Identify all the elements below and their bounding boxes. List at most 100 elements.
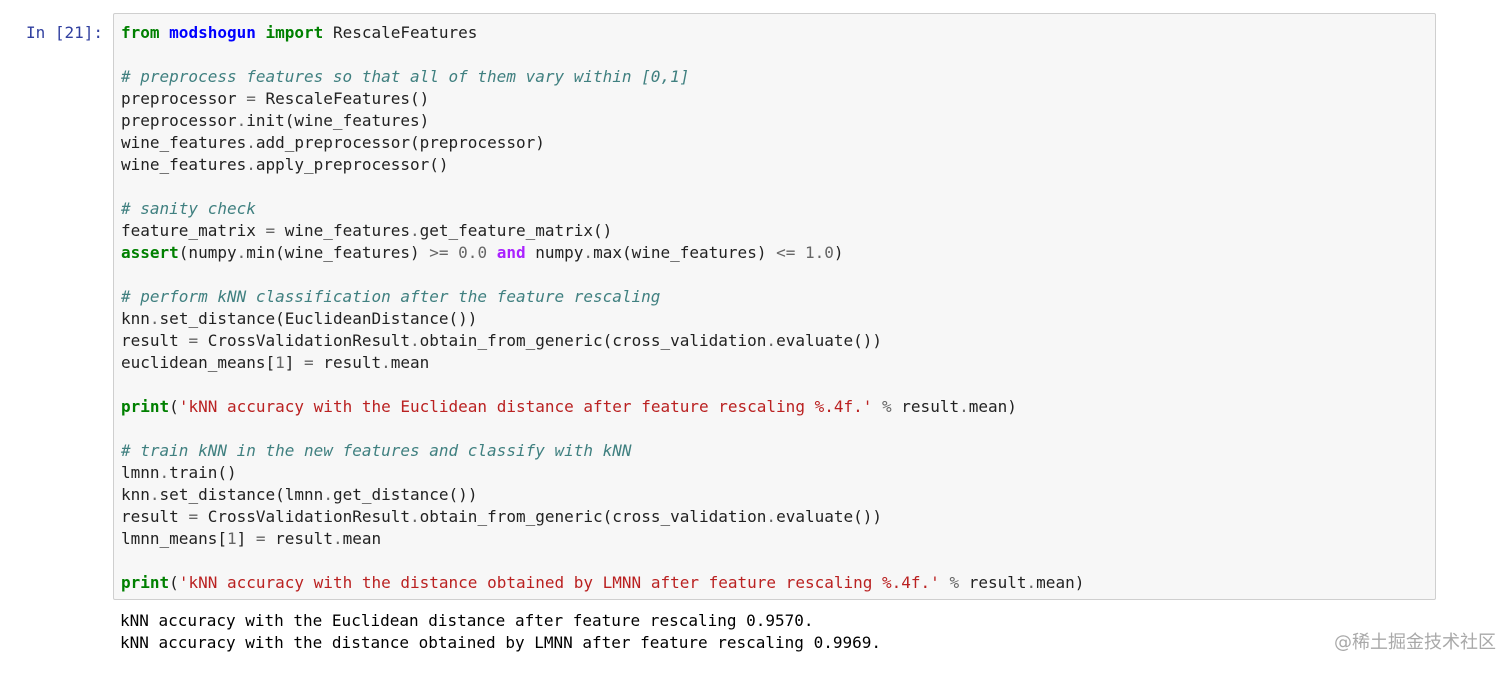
code-line: # preprocess features so that all of the… xyxy=(121,66,1084,88)
code-line: feature_matrix = wine_features.get_featu… xyxy=(121,220,1084,242)
code-token: . xyxy=(149,309,160,328)
code-line: result = CrossValidationResult.obtain_fr… xyxy=(121,330,1084,352)
input-prompt: In [21]: xyxy=(26,23,104,42)
code-token: >= xyxy=(429,243,449,262)
code-token: . xyxy=(410,221,420,240)
code-line xyxy=(121,418,1084,440)
code-line: preprocessor = RescaleFeatures() xyxy=(121,88,1084,110)
code-line: lmnn.train() xyxy=(121,462,1084,484)
code-token: mean) xyxy=(1036,573,1085,592)
code-token: knn xyxy=(121,309,150,328)
code-token: feature_matrix xyxy=(121,221,266,240)
code-token xyxy=(449,243,459,262)
code-token xyxy=(160,23,170,42)
code-line: assert(numpy.min(wine_features) >= 0.0 a… xyxy=(121,242,1084,264)
code-token xyxy=(256,23,266,42)
code-token: 1 xyxy=(275,353,285,372)
code-line xyxy=(121,44,1084,66)
code-token: add_preprocessor(preprocessor) xyxy=(255,133,545,152)
code-token: = xyxy=(188,507,199,526)
code-token: 1 xyxy=(226,529,237,548)
code-token: get_distance()) xyxy=(332,485,478,504)
code-token: apply_preprocessor() xyxy=(255,155,449,174)
code-token: . xyxy=(149,485,160,504)
code-line: # train kNN in the new features and clas… xyxy=(121,440,1084,462)
code-token: 1.0 xyxy=(805,243,834,262)
code-token: % xyxy=(949,573,960,592)
code-token: ) xyxy=(833,243,844,262)
code-line: result = CrossValidationResult.obtain_fr… xyxy=(121,506,1084,528)
code-token: numpy xyxy=(525,243,584,262)
code-token: and xyxy=(496,243,526,262)
code-line: wine_features.add_preprocessor(preproces… xyxy=(121,132,1084,154)
code-token: ] xyxy=(236,529,256,548)
code-token: mean) xyxy=(968,397,1017,416)
code-token: . xyxy=(236,243,247,262)
code-token: train() xyxy=(169,463,237,482)
code-token: result xyxy=(313,353,382,372)
code-token: . xyxy=(236,111,247,130)
code-token: max(wine_features) xyxy=(593,243,777,262)
code-token: . xyxy=(246,155,256,174)
code-token: . xyxy=(583,243,594,262)
code-line: # sanity check xyxy=(121,198,1084,220)
code-token: 0.0 xyxy=(458,243,488,262)
code-token: result xyxy=(959,573,1027,592)
code-token: 'kNN accuracy with the Euclidean distanc… xyxy=(178,397,873,416)
code-token: result xyxy=(265,529,333,548)
code-token: result xyxy=(121,331,189,350)
code-token: set_distance(lmnn xyxy=(159,485,324,504)
code-editor[interactable]: from modshogun import RescaleFeatures# p… xyxy=(113,13,1436,600)
code-token: CrossValidationResult xyxy=(198,331,410,350)
code-token: = xyxy=(246,89,256,108)
code-line: print('kNN accuracy with the distance ob… xyxy=(121,572,1084,594)
code-token: # perform kNN classification after the f… xyxy=(121,287,661,306)
code-token: . xyxy=(410,331,420,350)
code-token: mean xyxy=(390,353,430,372)
code-token: RescaleFeatures() xyxy=(255,89,430,108)
code-token: . xyxy=(959,397,969,416)
code-token: ] xyxy=(284,353,305,372)
code-token: lmnn xyxy=(121,463,160,482)
code-line: knn.set_distance(EuclideanDistance()) xyxy=(121,308,1084,330)
code-token: . xyxy=(410,507,420,526)
code-token: print xyxy=(121,573,170,592)
code-token: obtain_from_generic(cross_validation xyxy=(419,331,767,350)
code-token: mean xyxy=(342,529,382,548)
code-token: CrossValidationResult xyxy=(198,507,410,526)
code-line xyxy=(121,374,1084,396)
code-token: set_distance(EuclideanDistance()) xyxy=(159,309,478,328)
code-line xyxy=(121,176,1084,198)
code-line xyxy=(121,264,1084,286)
code-block[interactable]: from modshogun import RescaleFeatures# p… xyxy=(121,22,1084,594)
code-line: euclidean_means[1] = result.mean xyxy=(121,352,1084,374)
code-token xyxy=(940,573,950,592)
output-line: kNN accuracy with the distance obtained … xyxy=(120,633,881,652)
code-token: . xyxy=(246,133,256,152)
code-token: result xyxy=(121,507,189,526)
code-token: # train kNN in the new features and clas… xyxy=(121,441,632,460)
code-token: lmnn_means[ xyxy=(121,529,227,548)
code-token: ( xyxy=(169,397,179,416)
code-token: ( xyxy=(169,573,179,592)
output-line: kNN accuracy with the Euclidean distance… xyxy=(120,611,814,630)
code-line: # perform kNN classification after the f… xyxy=(121,286,1084,308)
code-line: wine_features.apply_preprocessor() xyxy=(121,154,1084,176)
code-token: from xyxy=(121,23,160,42)
code-token: euclidean_means[ xyxy=(121,353,276,372)
code-line: preprocessor.init(wine_features) xyxy=(121,110,1084,132)
code-token: get_feature_matrix() xyxy=(419,221,613,240)
code-token xyxy=(795,243,805,262)
code-token: (numpy xyxy=(178,243,237,262)
code-token: print xyxy=(121,397,170,416)
code-token xyxy=(872,397,882,416)
code-token: # sanity check xyxy=(121,199,256,218)
code-token: obtain_from_generic(cross_validation xyxy=(419,507,767,526)
cell-output: kNN accuracy with the Euclidean distance… xyxy=(120,610,881,654)
code-token: <= xyxy=(776,243,796,262)
code-token: result xyxy=(891,397,960,416)
code-line: knn.set_distance(lmnn.get_distance()) xyxy=(121,484,1084,506)
code-token: preprocessor xyxy=(121,111,237,130)
code-token: . xyxy=(159,463,170,482)
